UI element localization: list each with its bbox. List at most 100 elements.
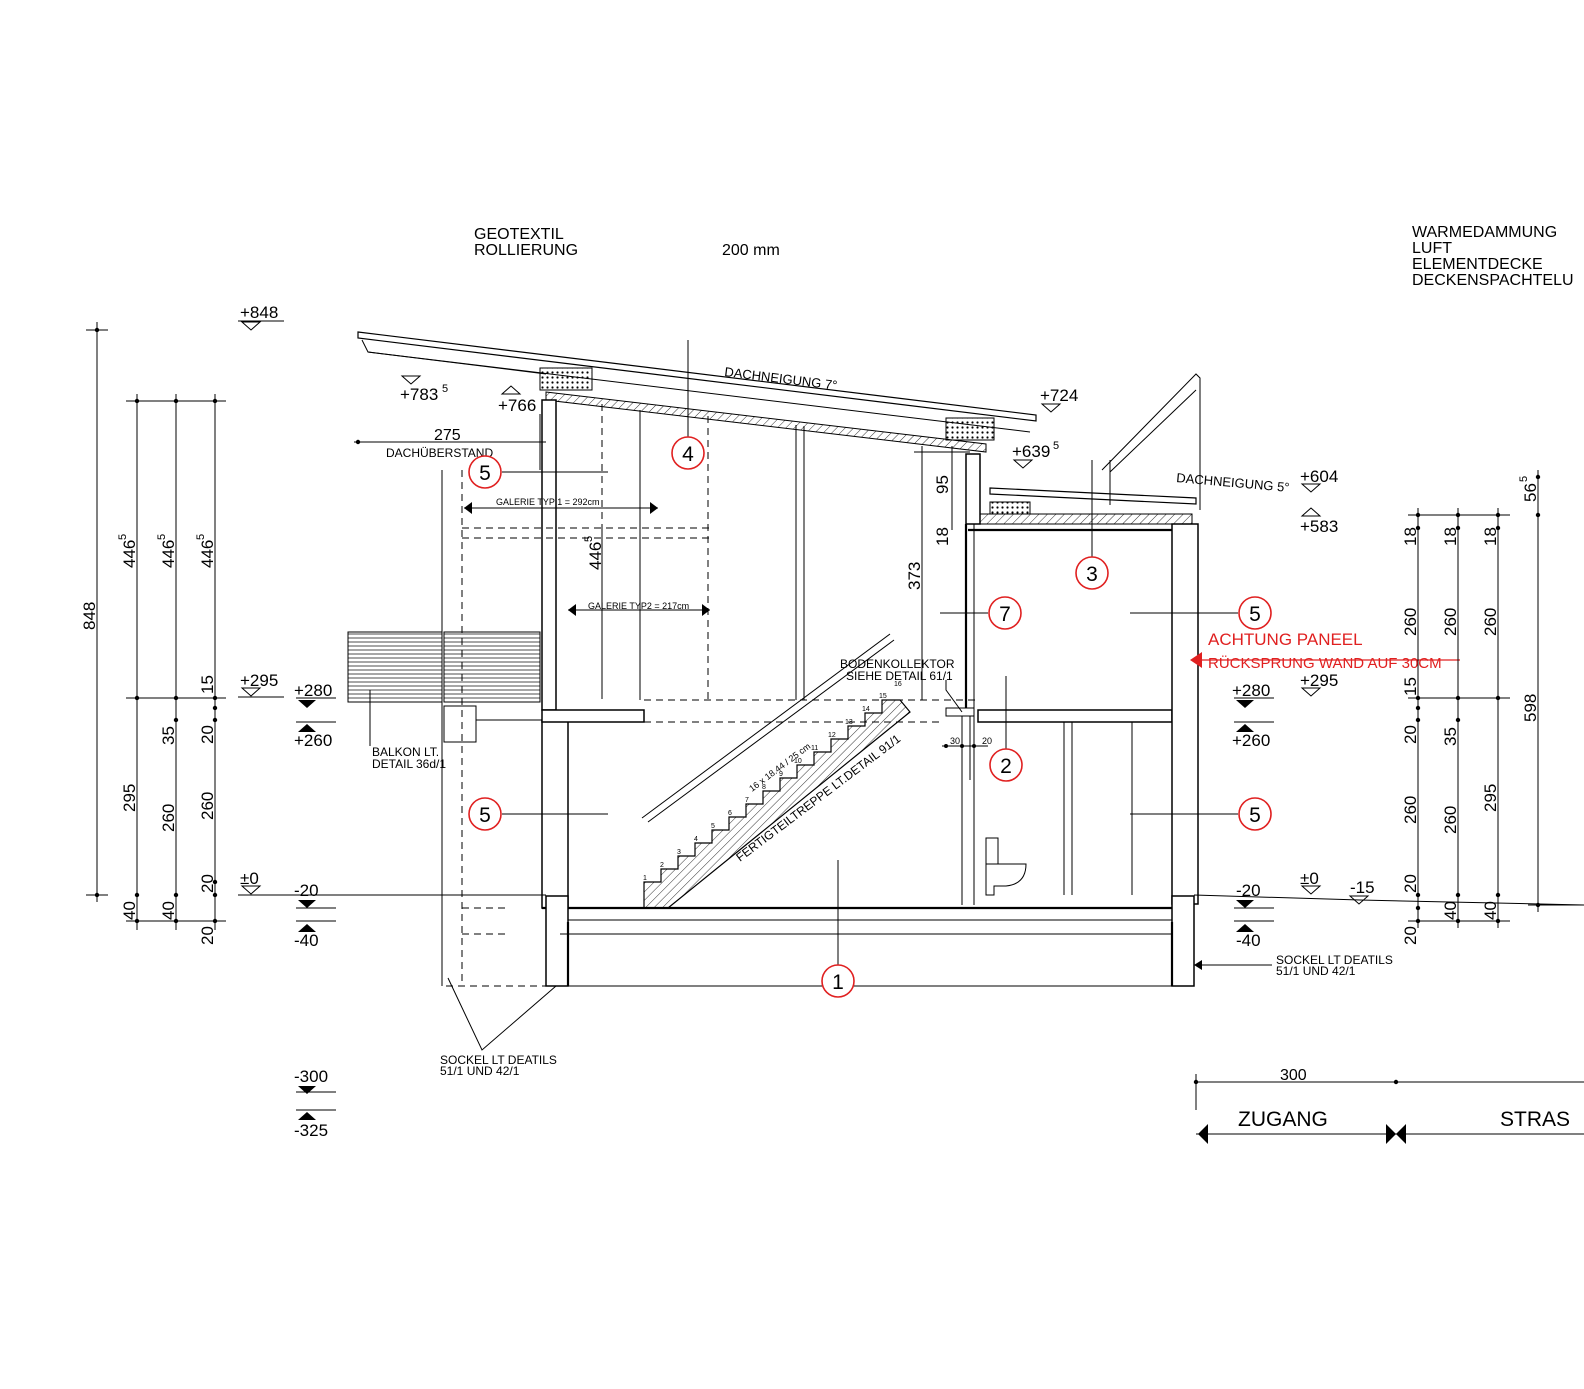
label-zugang: ZUGANG <box>1238 1108 1328 1131</box>
note-dachueberstand: DACHÜBERSTAND <box>386 446 493 460</box>
dim-r4-56: 56 <box>1521 483 1540 502</box>
level-minus20-right: -20 <box>1236 881 1261 900</box>
dim-446-c2-sup: 5 <box>117 534 129 540</box>
note-elementdecke: ELEMENTDECKE <box>1412 256 1543 273</box>
stair-number: 11 <box>811 745 818 752</box>
room-marker-circle <box>1075 556 1109 590</box>
stair-number: 8 <box>762 784 766 791</box>
dim-r2-18: 18 <box>1441 527 1460 546</box>
note-treppe: FERTIGTEILTREPPE LT.DETAIL 91/1 <box>733 731 903 864</box>
stair-number: 2 <box>660 862 664 869</box>
room-markers: 1 2 3 4 5 5 5 5 7 <box>468 436 1272 998</box>
dim-15-c4: 15 <box>198 675 217 694</box>
room-marker-7: 7 <box>999 603 1011 626</box>
level-848: +848 <box>240 303 278 322</box>
level-639-sup: 5 <box>1053 440 1059 452</box>
note-galerie-1: GALERIE TYP 1 = 292cm <box>496 497 599 507</box>
level-604: +604 <box>1300 467 1338 486</box>
dim-20c-c4: 20 <box>198 926 217 945</box>
room-marker-5: 5 <box>479 804 491 827</box>
level-labels: +848 +783 5 +766 +724 +639 5 +604 +583 +… <box>240 303 1375 1140</box>
note-waermedaemmung: WARMEDAMMUNG <box>1412 224 1557 241</box>
room-marker-3: 3 <box>1086 563 1098 586</box>
dim-446-inner: 446 <box>586 542 605 570</box>
room-marker-circle <box>821 964 855 998</box>
level-minus40-right: -40 <box>1236 931 1261 950</box>
note-rollierung: ROLLIERUNG <box>474 242 578 259</box>
label-strasse: STRAS <box>1500 1108 1570 1131</box>
dim-446-inner-sup: 5 <box>583 536 595 542</box>
note-luft: LUFT <box>1412 240 1452 257</box>
dim-r1-18: 18 <box>1401 527 1420 546</box>
dim-20a-c4: 20 <box>198 725 217 744</box>
level-280-right: +280 <box>1232 681 1270 700</box>
dim-r2-260b: 260 <box>1441 806 1460 834</box>
dim-r3-40: 40 <box>1481 901 1500 920</box>
dim-r2-35: 35 <box>1441 727 1460 746</box>
dim-446-c4-sup: 5 <box>195 534 207 540</box>
dim-95: 95 <box>933 475 952 494</box>
dim-40-c2: 40 <box>120 901 139 920</box>
level-260-left: +260 <box>294 731 332 750</box>
note-balkon-detail: DETAIL 36d/1 <box>372 757 446 771</box>
dim-r3-18: 18 <box>1481 527 1500 546</box>
stair-number: 1 <box>643 875 647 882</box>
dim-r4-598: 598 <box>1521 694 1540 722</box>
dim-446-c2: 446 <box>120 540 139 568</box>
dim-r1-20c: 20 <box>1401 926 1420 945</box>
dim-r2-40: 40 <box>1441 901 1460 920</box>
dim-446-c4: 446 <box>198 540 217 568</box>
level-295-left: +295 <box>240 671 278 690</box>
note-deckenspachtel: DECKENSPACHTELU <box>1412 272 1574 289</box>
level-markers <box>238 320 1370 1120</box>
dim-30: 30 <box>950 736 960 746</box>
level-minus40-left: -40 <box>294 931 319 950</box>
room-marker-circle <box>468 455 502 489</box>
dim-20b-c4: 20 <box>198 874 217 893</box>
level-766: +766 <box>498 396 536 415</box>
stair-number: 16 <box>894 681 902 688</box>
dim-446-c3-sup: 5 <box>156 534 168 540</box>
dim-r4-56-sup: 5 <box>1518 476 1530 482</box>
level-0-right: ±0 <box>1300 869 1319 888</box>
stair-number: 9 <box>779 771 783 778</box>
building-structure <box>250 331 1584 987</box>
dim-295-c2: 295 <box>120 784 139 812</box>
dim-848: 848 <box>80 602 99 630</box>
level-639: +639 <box>1012 442 1050 461</box>
dim-r1-15: 15 <box>1401 677 1420 696</box>
room-marker-circle <box>988 596 1022 630</box>
dim-r1-260b: 260 <box>1401 796 1420 824</box>
room-marker-4: 4 <box>682 443 694 466</box>
level-583: +583 <box>1300 517 1338 536</box>
level-783: +783 <box>400 385 438 404</box>
note-dachneigung-5: DACHNEIGUNG 5° <box>1176 470 1290 495</box>
note-ruecksprung: RÜCKSPRUNG WAND AUF 30CM <box>1208 654 1442 672</box>
stair-number: 14 <box>862 706 870 713</box>
dim-260-c3: 260 <box>159 804 178 832</box>
stair-number: 12 <box>828 732 836 739</box>
level-minus15: -15 <box>1350 878 1375 897</box>
note-sockel-right-detail: 51/1 UND 42/1 <box>1276 964 1356 978</box>
room-marker-circle <box>671 436 705 470</box>
room-marker-circle <box>989 748 1023 782</box>
stair-number: 15 <box>879 693 887 700</box>
stair-number: 13 <box>845 719 853 726</box>
room-marker-2: 2 <box>1000 755 1012 778</box>
dim-40-c3: 40 <box>159 901 178 920</box>
note-sockel-left: SOCKEL LT DEATILS <box>440 1053 557 1067</box>
note-sockel-right: SOCKEL LT DEATILS <box>1276 953 1393 967</box>
dimension-chains <box>86 322 1584 1144</box>
dim-20: 20 <box>982 736 992 746</box>
dimension-labels: 848 446 5 295 40 446 5 35 260 40 446 5 1… <box>80 475 1540 945</box>
dim-300: 300 <box>1280 1067 1307 1084</box>
note-balkon: BALKON LT. <box>372 745 439 759</box>
level-783-sup: 5 <box>442 383 448 395</box>
notes: GEOTEXTIL ROLLIERUNG 200 mm WARMEDAMMUNG… <box>372 224 1574 1131</box>
stair-number: 6 <box>728 810 732 817</box>
level-minus20-left: -20 <box>294 881 319 900</box>
stair-number: 10 <box>794 758 802 765</box>
level-295-right: +295 <box>1300 671 1338 690</box>
level-260-right: +260 <box>1232 731 1270 750</box>
